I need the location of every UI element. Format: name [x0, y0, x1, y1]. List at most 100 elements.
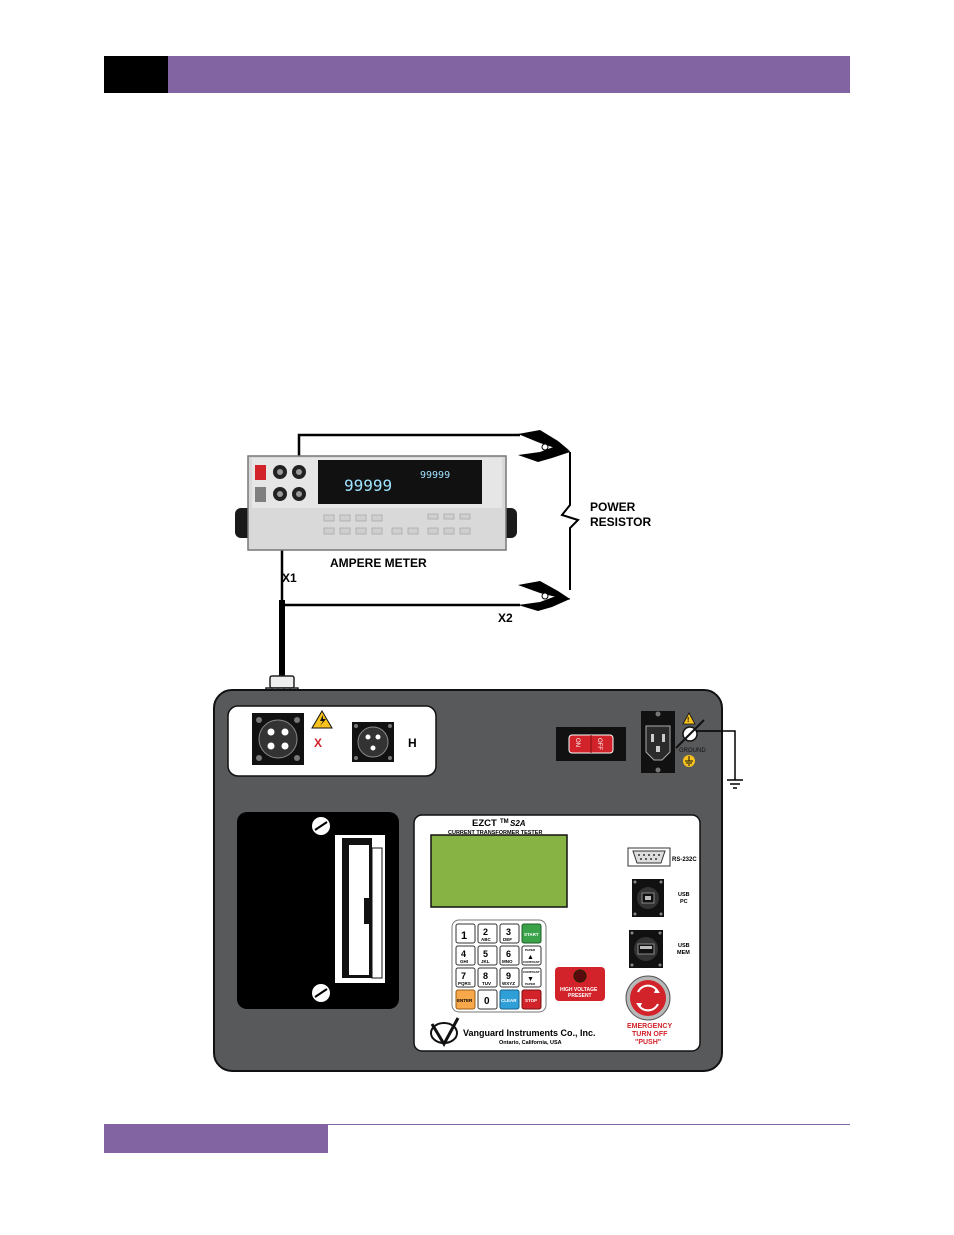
usb-mem-label-line1: USB [678, 943, 690, 949]
ground-label: GROUND [679, 748, 706, 754]
company-name: Vanguard Instruments Co., Inc. [463, 1028, 596, 1038]
header-bar [104, 56, 850, 93]
clear-key[interactable]: CLEAR [499, 989, 520, 1010]
key-1[interactable]: 1 [455, 923, 476, 944]
svg-text:MNO: MNO [502, 959, 513, 964]
emergency-stop-button[interactable] [625, 975, 671, 1021]
svg-text:7: 7 [461, 971, 466, 981]
power-inlet[interactable] [641, 711, 675, 773]
stop-key[interactable]: STOP [521, 989, 542, 1010]
svg-text:4: 4 [461, 949, 466, 959]
meter-keys [323, 513, 471, 535]
usb-pc-port[interactable] [632, 879, 664, 917]
svg-text:8: 8 [483, 971, 488, 981]
svg-text:3: 3 [506, 927, 511, 937]
svg-text:START: START [524, 932, 539, 937]
svg-text:PAPER: PAPER [525, 982, 536, 986]
usb-pc-label-line2: PC [680, 899, 688, 905]
svg-text:JKL: JKL [481, 959, 490, 964]
port-x-label: X [314, 736, 322, 750]
high-voltage-indicator: HIGH VOLTAGE PRESENT [555, 967, 605, 1001]
meter-aux-button[interactable] [255, 487, 266, 502]
vanguard-logo-icon [430, 1017, 460, 1048]
svg-text:DEF: DEF [503, 937, 512, 942]
start-key[interactable]: START [521, 923, 542, 944]
product-subtitle: CURRENT TRANSFORMER TESTER [448, 830, 542, 836]
svg-text:PQRS: PQRS [458, 981, 471, 986]
svg-text:0: 0 [484, 996, 490, 1007]
key-0[interactable]: 0 [477, 989, 498, 1010]
footer-block [104, 1124, 328, 1153]
svg-text:5: 5 [483, 949, 488, 959]
ampere-meter-label: AMPERE METER [330, 556, 427, 570]
svg-text:WXYZ: WXYZ [502, 981, 515, 986]
model-name: EZCT [472, 818, 497, 829]
company-location: Ontario, California, USA [499, 1040, 562, 1046]
svg-text:PAPER: PAPER [525, 948, 536, 952]
svg-text:▲: ▲ [527, 954, 534, 961]
footer-line [104, 1124, 850, 1125]
meter-small-reading: 99999 [420, 470, 450, 481]
model-suffix: S2A [510, 819, 526, 828]
svg-text:CONTRAST: CONTRAST [523, 960, 540, 964]
usb-mem-port[interactable] [629, 930, 663, 968]
usb-mem-label-line2: MEM [677, 950, 690, 956]
svg-text:STOP: STOP [525, 998, 537, 1003]
emergency-label-line1: EMERGENCY [627, 1023, 672, 1030]
ampere-meter: 99999 99999 AMPERE METER [235, 455, 517, 570]
svg-text:ENTER: ENTER [457, 998, 473, 1003]
x-connector[interactable] [252, 713, 304, 765]
ground-terminal[interactable]: ! GROUND [675, 712, 706, 767]
lcd-screen [430, 834, 568, 908]
meter-display [318, 460, 482, 504]
lower-alligator-clip [518, 581, 571, 611]
svg-text:9: 9 [506, 971, 511, 981]
meter-power-button[interactable] [255, 465, 266, 480]
rs232-label: RS-232C [672, 857, 697, 863]
svg-text:ABC: ABC [481, 937, 491, 942]
svg-text:6: 6 [506, 949, 511, 959]
printer [237, 812, 399, 1009]
upper-alligator-clip [518, 430, 571, 462]
svg-text:!: ! [687, 717, 689, 724]
port-h-label: H [408, 736, 417, 750]
trademark: TM [500, 819, 509, 825]
switch-on-label: ON [574, 738, 580, 747]
earth-ground-icon [727, 779, 743, 789]
meter-main-reading: 99999 [344, 476, 392, 495]
svg-text:1: 1 [461, 930, 467, 942]
enter-key[interactable]: ENTER [455, 989, 476, 1010]
power-switch[interactable]: ON OFF [556, 727, 626, 761]
svg-text:TUV: TUV [482, 981, 491, 986]
emergency-label-line2: TURN OFF [632, 1031, 668, 1038]
svg-text:2: 2 [483, 927, 488, 937]
usb-pc-label-line1: USB [678, 892, 690, 898]
x2-label: X2 [498, 611, 513, 625]
svg-text:▼: ▼ [527, 976, 534, 983]
svg-text:GHI: GHI [460, 959, 468, 964]
svg-text:PRESENT: PRESENT [568, 993, 592, 999]
high-voltage-warning-icon [311, 710, 333, 729]
svg-text:CONTRAST: CONTRAST [523, 970, 540, 974]
ezct-tester: X H ON OFF ! [213, 689, 743, 1072]
paper-down-key[interactable]: CONTRAST ▼PAPER [521, 967, 542, 988]
rs232-port[interactable] [627, 847, 671, 867]
power-resistor-label-line2: RESISTOR [590, 515, 651, 529]
paper-up-key[interactable]: PAPER ▲CONTRAST [521, 945, 542, 966]
h-connector[interactable] [352, 722, 394, 762]
ground-wire [696, 730, 736, 780]
svg-text:CLEAR: CLEAR [501, 998, 517, 1003]
x1-label: X1 [282, 571, 297, 585]
svg-text:HIGH VOLTAGE: HIGH VOLTAGE [560, 987, 598, 993]
power-resistor-label-line1: POWER [590, 500, 636, 514]
